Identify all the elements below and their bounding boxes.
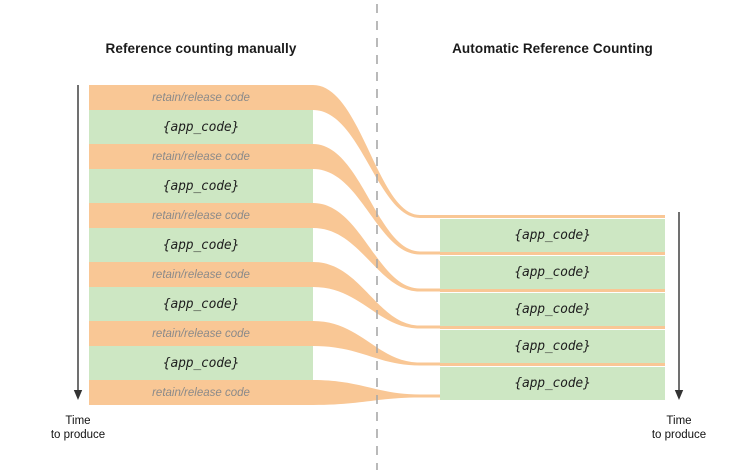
app-code-label: {app_code}	[162, 355, 240, 371]
app-code-label: {app_code}	[162, 178, 240, 194]
right-separator-line	[440, 252, 665, 255]
app-code-label: {app_code}	[514, 228, 591, 243]
right-app-code-block: {app_code}	[440, 219, 665, 252]
left-retain-release-block: retain/release code	[89, 203, 313, 228]
left-retain-release-block: retain/release code	[89, 321, 313, 346]
time-arrow-right-head	[674, 390, 684, 400]
left-app-code-block: {app_code}	[89, 169, 313, 203]
right-app-code-block: {app_code}	[440, 256, 665, 289]
right-separator-line	[440, 326, 665, 329]
retain-release-label: retain/release code	[152, 150, 250, 163]
app-code-label: {app_code}	[162, 237, 240, 253]
right-app-code-block: {app_code}	[440, 293, 665, 326]
left-retain-release-block: retain/release code	[89, 380, 313, 405]
right-separator-line	[440, 363, 665, 366]
retain-release-label: retain/release code	[152, 209, 250, 222]
left-app-code-block: {app_code}	[89, 228, 313, 262]
axis-left-line1: Time	[65, 415, 91, 427]
right-separator-line	[440, 289, 665, 292]
ribbon-group	[313, 85, 665, 405]
retain-release-label: retain/release code	[152, 91, 250, 104]
axis-right-line1: Time	[666, 415, 692, 427]
right-app-code-block: {app_code}	[440, 330, 665, 363]
left-app-code-block: {app_code}	[89, 287, 313, 321]
retain-release-label: retain/release code	[152, 386, 250, 399]
time-arrow-left-head	[73, 390, 83, 400]
app-code-label: {app_code}	[514, 376, 591, 391]
axis-right-line2: to produce	[651, 429, 707, 441]
column-title-left: Reference counting manually	[105, 41, 297, 56]
app-code-label: {app_code}	[162, 296, 240, 312]
right-app-code-block: {app_code}	[440, 367, 665, 400]
left-app-code-block: {app_code}	[89, 346, 313, 380]
arrow-group	[73, 85, 684, 400]
app-code-label: {app_code}	[514, 302, 591, 317]
app-code-label: {app_code}	[514, 339, 591, 354]
time-to-produce-label-right: Time to produce	[624, 414, 734, 442]
left-app-code-block: {app_code}	[89, 110, 313, 144]
column-title-right: Automatic Reference Counting	[452, 41, 653, 56]
time-to-produce-label-left: Time to produce	[23, 414, 133, 442]
right-separator-line	[440, 215, 665, 218]
left-retain-release-block: retain/release code	[89, 144, 313, 169]
retain-release-label: retain/release code	[152, 327, 250, 340]
app-code-label: {app_code}	[514, 265, 591, 280]
flow-ribbon	[313, 380, 665, 405]
app-code-label: {app_code}	[162, 119, 240, 135]
left-retain-release-block: retain/release code	[89, 262, 313, 287]
retain-release-label: retain/release code	[152, 268, 250, 281]
left-retain-release-block: retain/release code	[89, 85, 313, 110]
axis-left-line2: to produce	[50, 429, 106, 441]
